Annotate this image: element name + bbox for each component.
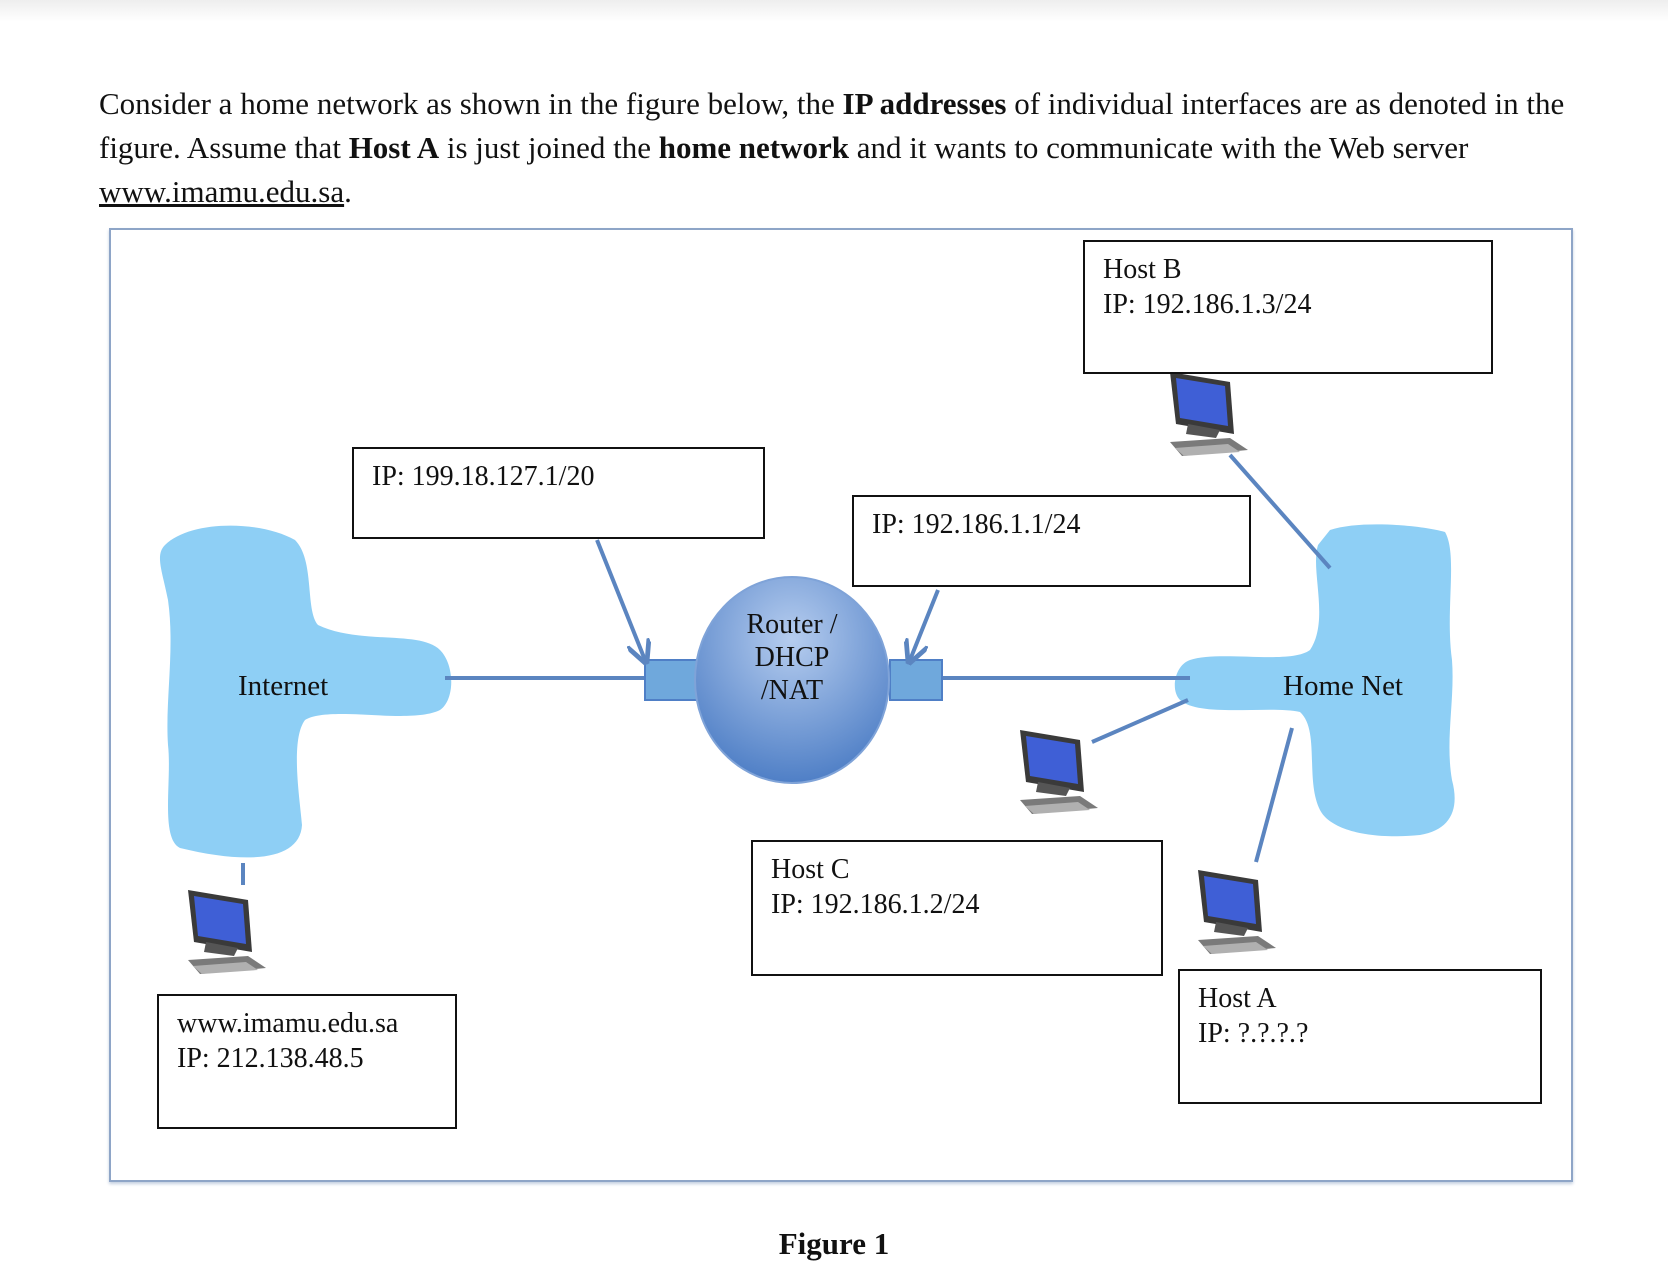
router-circle [694, 576, 890, 784]
home-net-cloud [1174, 524, 1455, 837]
wan-ip-box: IP: 199.18.127.1/20 [352, 447, 765, 539]
host-c-computer-icon [1020, 730, 1098, 814]
server-link[interactable]: www.imamu.edu.sa [99, 174, 345, 209]
host-c-ip: IP: 192.186.1.2/24 [771, 889, 980, 920]
host-b-box: Host B IP: 192.186.1.3/24 [1083, 240, 1493, 374]
server-ip: IP: 212.138.48.5 [177, 1043, 364, 1074]
host-a-ip: IP: ?.?.?.? [1198, 1018, 1309, 1049]
wan-arrow [595, 539, 645, 660]
internet-cloud [159, 525, 452, 858]
host-a-computer-icon [1198, 870, 1276, 954]
lan-ip-box: IP: 192.186.1.1/24 [852, 495, 1251, 587]
host-a-link [1254, 727, 1294, 863]
router-label: Router / DHCP /NAT [746, 609, 838, 706]
host-c-name: Host C [771, 854, 850, 885]
host-b-computer-icon [1170, 372, 1248, 456]
intro-paragraph: Consider a home network as shown in the … [99, 86, 1565, 209]
figure-frame [109, 228, 1573, 1182]
host-c-link [1091, 698, 1189, 744]
host-c-box: Host C IP: 192.186.1.2/24 [751, 840, 1163, 976]
host-b-link [1228, 453, 1332, 570]
home-net-label: Home Net [1283, 670, 1403, 702]
router-wan-port [644, 659, 698, 701]
router-lan-port [889, 659, 943, 701]
host-a-name: Host A [1198, 983, 1277, 1014]
host-b-ip: IP: 192.186.1.3/24 [1103, 289, 1312, 320]
server-computer-icon [188, 890, 266, 974]
host-b-name: Host B [1103, 254, 1182, 285]
server-name: www.imamu.edu.sa [177, 1008, 399, 1039]
figure-caption: Figure 1 [778, 1226, 890, 1261]
internet-label: Internet [238, 670, 329, 702]
wan-ip-text: IP: 199.18.127.1/20 [372, 461, 595, 492]
top-shade [0, 0, 1668, 22]
host-a-box: Host A IP: ?.?.?.? [1178, 969, 1542, 1104]
lan-arrow [910, 589, 940, 660]
server-box: www.imamu.edu.sa IP: 212.138.48.5 [157, 994, 457, 1129]
lan-ip-text: IP: 192.186.1.1/24 [872, 509, 1081, 540]
